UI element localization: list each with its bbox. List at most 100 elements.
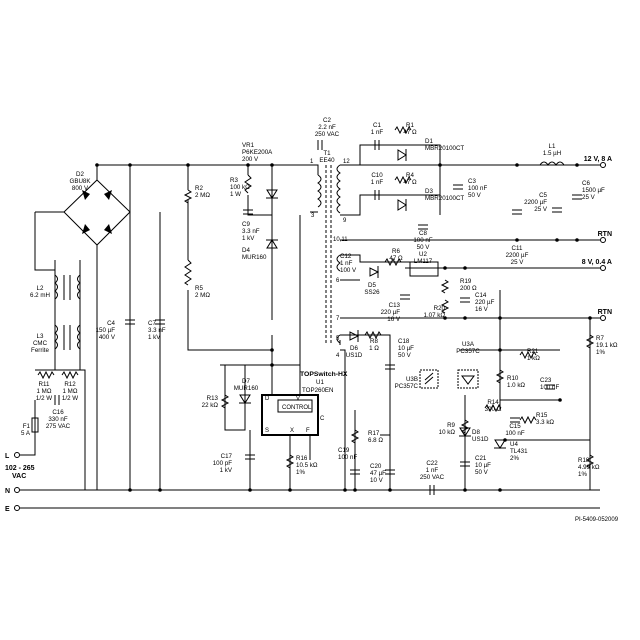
label-d7-line: MUR160 <box>234 385 259 392</box>
label-vr1-line: 200 V <box>242 156 259 163</box>
label-r6-line: R6 <box>392 248 400 255</box>
label-c6-line: C6 <box>582 180 590 187</box>
label-l1-line: 1.5 µH <box>543 150 561 157</box>
label-c10-line: C10 <box>371 172 383 179</box>
label-c21-line: C21 <box>475 455 487 462</box>
label-c12-line: C12 <box>340 253 352 260</box>
ic-labels: TOPSwitch-HX U1 TOP260EN CONTROL D V S X… <box>265 371 348 434</box>
label-r18-line: 1% <box>578 471 587 478</box>
label-c2-line: 2.2 nF <box>318 124 336 131</box>
label-u2-line: U2 <box>419 251 427 258</box>
label-c9-line: C9 <box>242 221 250 228</box>
l3-inductor-symbol <box>54 324 81 350</box>
label-d2-line: 800 V <box>72 185 89 192</box>
label-c14-line: 16 V <box>475 306 489 313</box>
input-vac-label: VAC <box>12 473 26 480</box>
label-c7-line: C7 <box>148 320 156 327</box>
pin-10-11: 10,11 <box>333 237 348 243</box>
drawing-number: PI-5409-052009 <box>575 517 619 523</box>
label-d6-line: US1D <box>346 352 363 359</box>
label-d1-line: MBR20100CT <box>425 145 464 152</box>
label-l2-line: 6.2 mH <box>30 292 50 299</box>
label-c3-line: C3 <box>468 178 476 185</box>
label-c15-line: C15 <box>509 423 521 430</box>
label-d3-line: MBR20100CT <box>425 195 464 202</box>
label-r21-line: 1 kΩ <box>527 355 540 362</box>
label-c4-line: C4 <box>107 320 115 327</box>
input-n-label: N <box>5 488 10 495</box>
label-r8-line: 1 Ω <box>369 345 379 352</box>
label-c11-line: 2200 µF <box>506 252 529 259</box>
output-8v-label: 8 V, 0.4 A <box>582 259 612 266</box>
ic-pin-s: S <box>265 428 269 434</box>
label-d6-line: D6 <box>350 345 358 352</box>
label-f1-line: F1 <box>23 423 31 430</box>
label-t1-line: EE40 <box>319 157 335 164</box>
transformer-t1-symbol <box>317 164 341 345</box>
label-c4-line: 400 V <box>99 334 116 341</box>
label-d2-line: D2 <box>76 171 84 178</box>
label-c8-line: C8 <box>419 230 427 237</box>
label-r17-line: R17 <box>368 430 380 437</box>
pin-9: 9 <box>343 218 347 224</box>
label-r12-line: 1 MΩ <box>63 388 78 395</box>
label-c2-line: 250 VAC <box>315 131 340 138</box>
label-c12-line: 100 V <box>340 267 357 274</box>
label-c18-line: C18 <box>398 338 410 345</box>
label-l2-line: L2 <box>37 285 44 292</box>
pin-6: 6 <box>336 278 340 284</box>
label-c19-line: C19 <box>338 447 350 454</box>
label-r8-line: R8 <box>370 338 378 345</box>
label-r7-line: 19.1 kΩ <box>596 342 618 349</box>
label-vr1-line: VR1 <box>242 142 255 149</box>
label-d4-line: D4 <box>242 247 250 254</box>
regulator-u2-symbol <box>409 261 439 277</box>
output-12v-label: 12 V, 8 A <box>584 156 612 163</box>
label-vr1-line: P6KE200A <box>242 149 273 156</box>
label-c17-line: C17 <box>221 453 233 460</box>
label-c17-line: 100 pF <box>213 460 232 467</box>
label-c9-line: 3.3 nF <box>242 228 260 235</box>
label-c8-line: 50 V <box>417 244 431 251</box>
label-c13-line: C13 <box>389 302 401 309</box>
label-c21-line: 50 V <box>475 469 489 476</box>
label-c3-line: 50 V <box>468 192 482 199</box>
label-r14-line: 390 Ω <box>485 406 502 413</box>
input-e-label: E <box>5 506 10 513</box>
label-r10-line: 1.0 kΩ <box>507 382 525 389</box>
label-u3b-line: PC357C <box>395 383 419 390</box>
input-range-label: 102 - 265 <box>5 465 35 472</box>
label-r4-line: 47 Ω <box>403 179 417 186</box>
label-f1-line: 5 A <box>21 430 31 437</box>
label-u3b-line: U3B <box>406 376 418 383</box>
ic-brand-label: TOPSwitch-HX <box>300 371 348 378</box>
topswitch-ic-symbol <box>261 394 319 436</box>
label-r20-line: R20 <box>434 305 446 312</box>
label-r2-line: R2 <box>195 185 203 192</box>
label-d4-line: MUR160 <box>242 254 267 261</box>
label-c19-line: 100 nF <box>338 454 357 461</box>
